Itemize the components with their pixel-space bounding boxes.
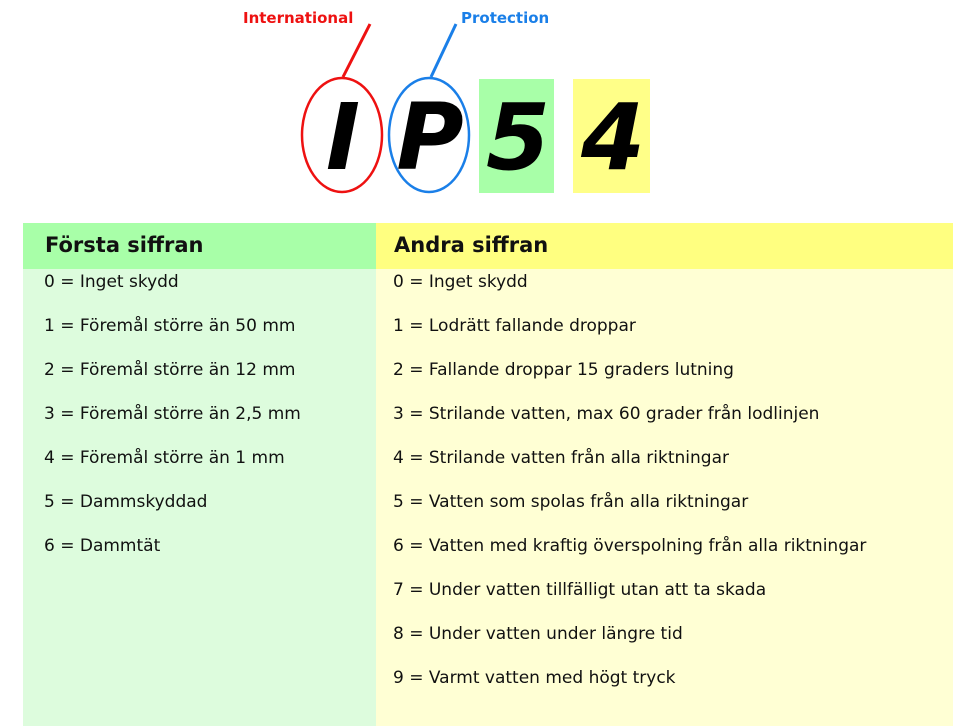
international-connector <box>341 23 372 78</box>
letter-p: P <box>396 84 464 191</box>
first-digit-panel-header: Första siffran <box>23 223 376 269</box>
list-item: 3 = Strilande vatten, max 60 grader från… <box>393 404 820 424</box>
list-item: 1 = Föremål större än 50 mm <box>44 316 296 336</box>
letter-i: I <box>325 84 361 191</box>
second-digit-list: 0 = Inget skydd 1 = Lodrätt fallande dro… <box>393 270 866 710</box>
second-digit: 4 <box>580 84 645 191</box>
list-item: 9 = Varmt vatten med högt tryck <box>393 668 676 688</box>
list-item: 0 = Inget skydd <box>44 272 179 292</box>
list-item: 8 = Under vatten under längre tid <box>393 624 683 644</box>
second-digit-panel-header: Andra siffran <box>376 223 953 269</box>
first-digit-panel-title: Första siffran <box>45 233 204 257</box>
list-item: 5 = Vatten som spolas från alla riktning… <box>393 492 749 512</box>
international-label: International <box>243 9 354 27</box>
list-item: 2 = Föremål större än 12 mm <box>44 360 296 380</box>
protection-connector <box>429 23 458 78</box>
second-digit-box <box>573 79 650 193</box>
list-item: 4 = Strilande vatten från alla riktninga… <box>393 448 729 468</box>
list-item: 7 = Under vatten tillfälligt utan att ta… <box>393 580 767 600</box>
list-item: 6 = Vatten med kraftig överspolning från… <box>393 536 867 556</box>
list-item: 2 = Fallande droppar 15 graders lutning <box>393 360 734 380</box>
second-digit-panel-title: Andra siffran <box>394 233 549 257</box>
list-item: 0 = Inget skydd <box>393 272 528 292</box>
list-item: 1 = Lodrätt fallande droppar <box>393 316 636 336</box>
list-item: 5 = Dammskyddad <box>44 492 208 512</box>
first-digit-box <box>479 79 554 193</box>
first-digit: 5 <box>485 84 550 191</box>
protection-label: Protection <box>461 9 550 27</box>
second-digit-panel: Andra siffran 0 = Inget skydd 1 = Lodrät… <box>376 223 953 726</box>
list-item: 6 = Dammtät <box>44 536 161 556</box>
list-item: 4 = Föremål större än 1 mm <box>44 448 285 468</box>
first-digit-list: 0 = Inget skydd 1 = Föremål större än 50… <box>44 270 301 578</box>
list-item: 3 = Föremål större än 2,5 mm <box>44 404 301 424</box>
first-digit-panel: Första siffran 0 = Inget skydd 1 = Förem… <box>23 223 376 726</box>
